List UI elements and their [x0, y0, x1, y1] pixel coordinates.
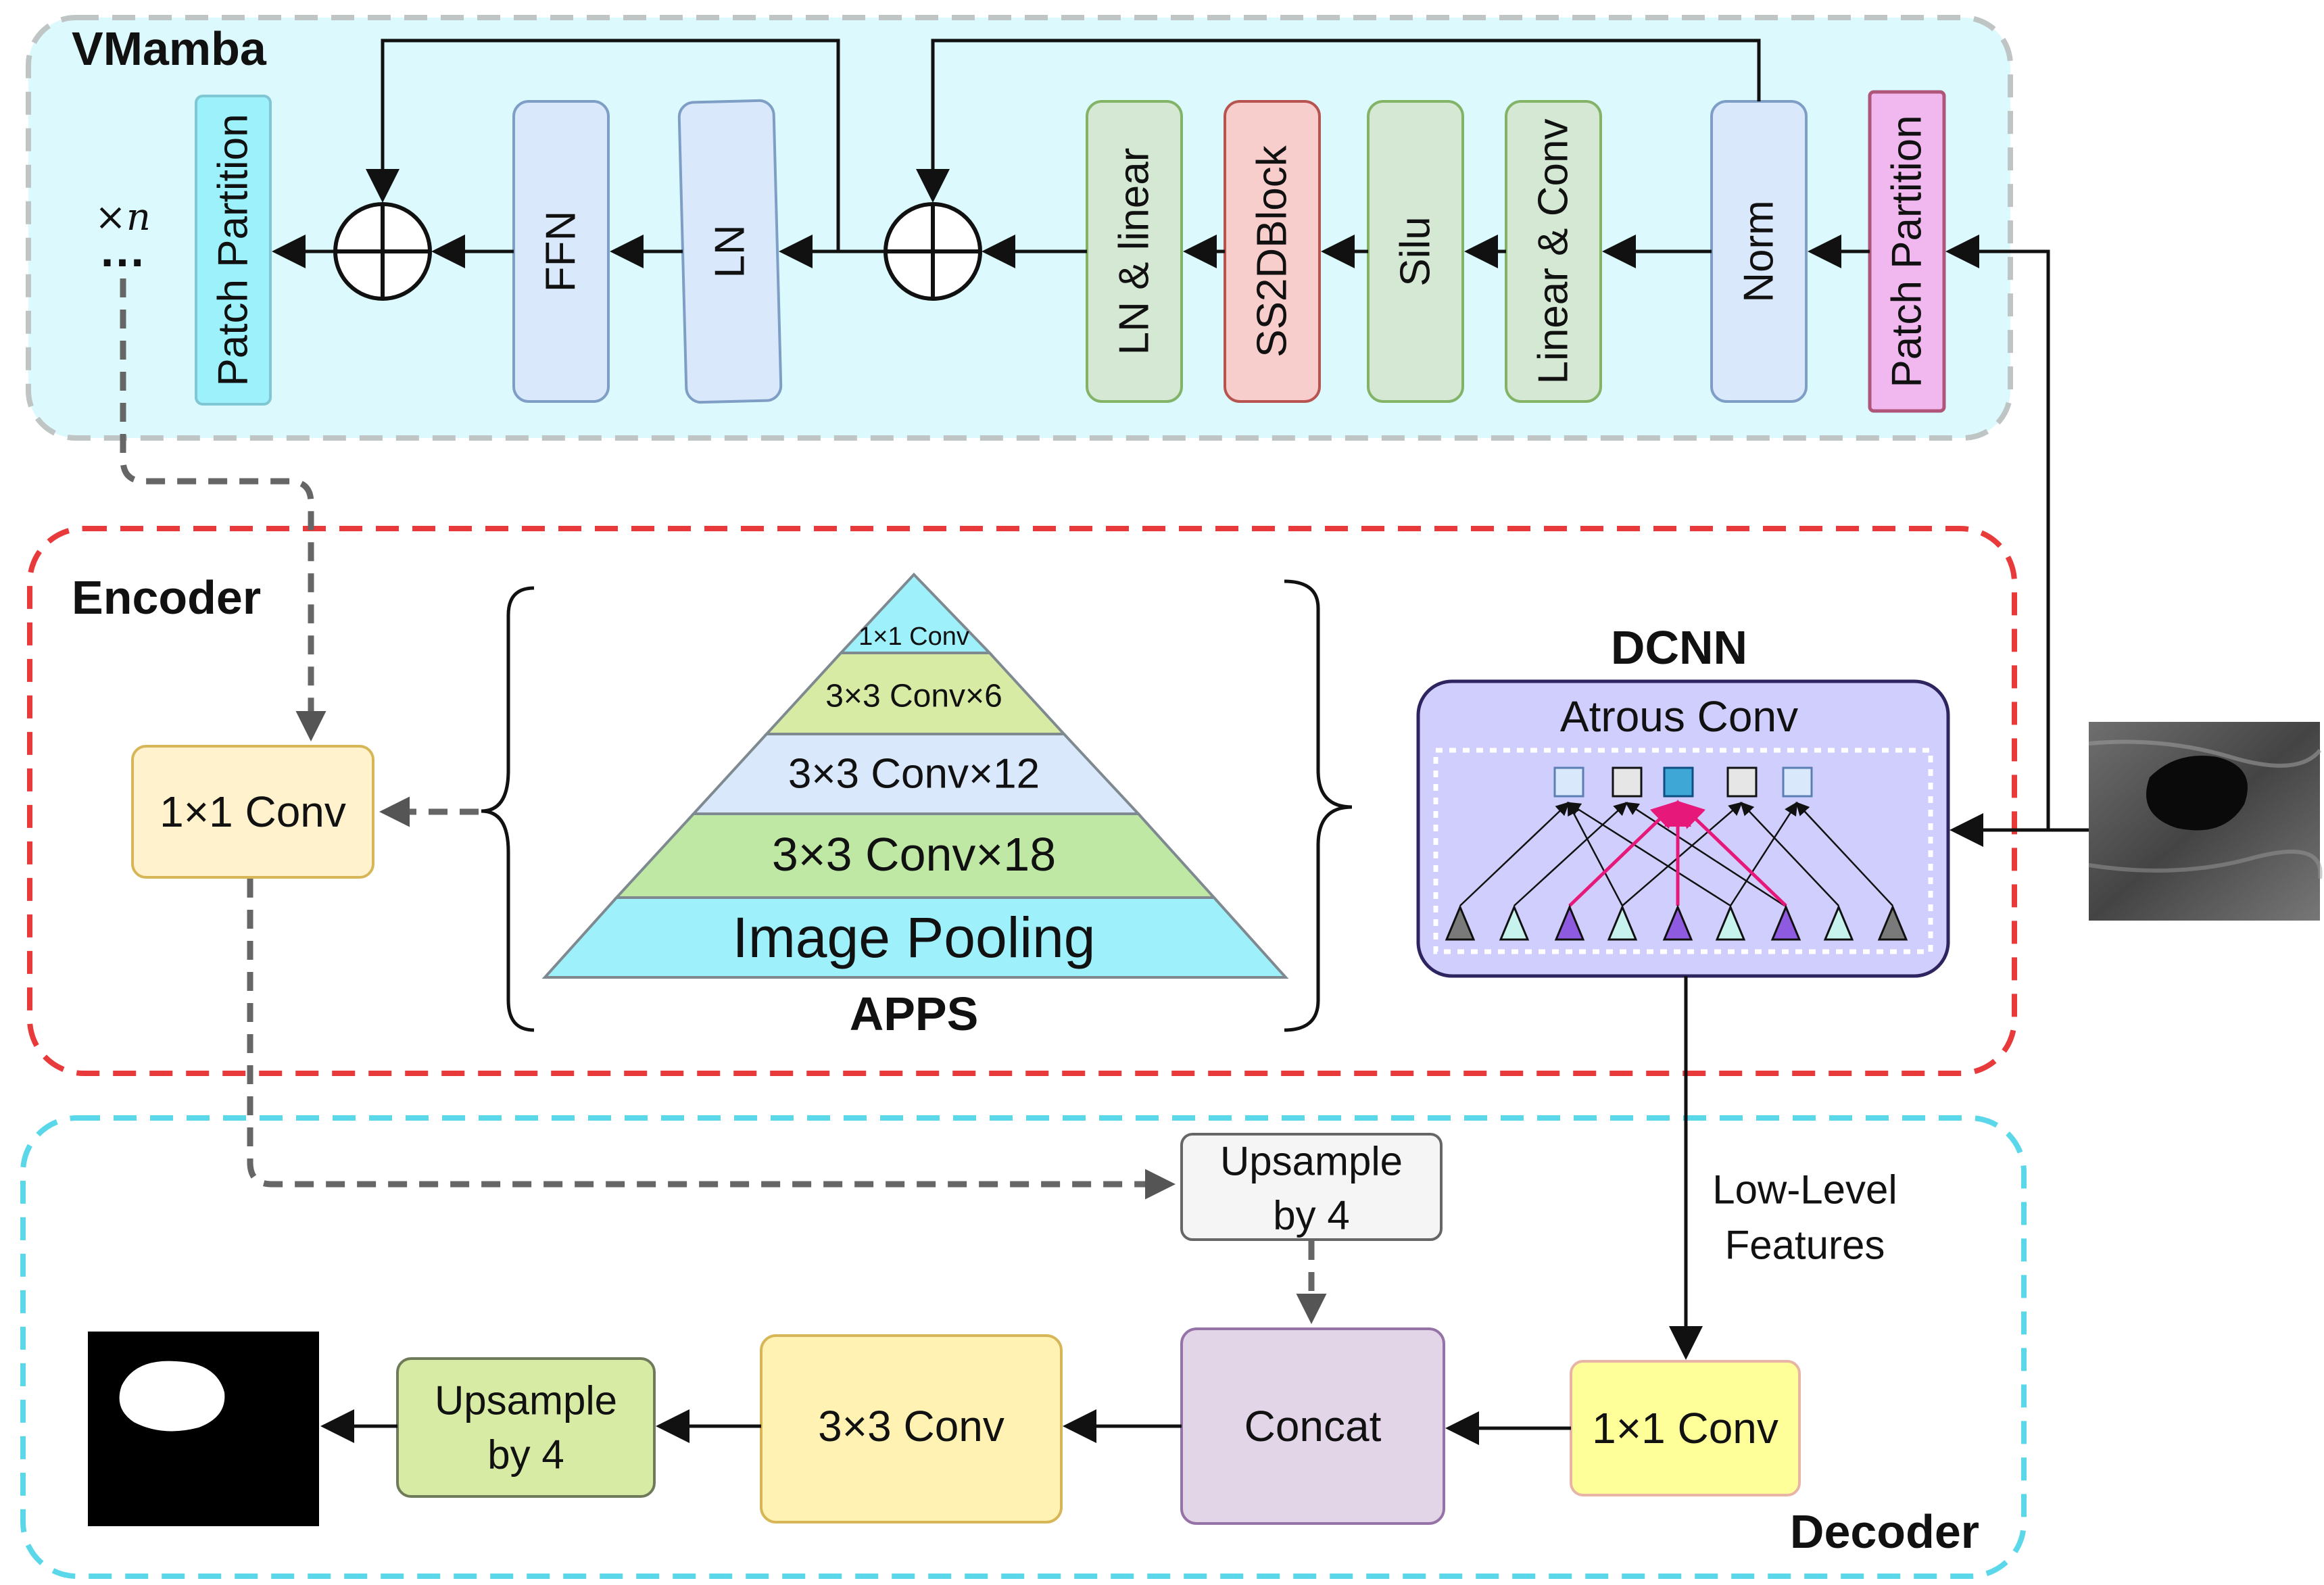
decoder-conv3x3-box: [760, 1334, 1063, 1523]
atrous-output-2: [1612, 766, 1643, 798]
decoder-region: [20, 1115, 2027, 1579]
atrous-input-3: [1554, 904, 1585, 941]
patch-partition-left-label: Patch Partition: [210, 114, 257, 386]
atrous-input-5: [1662, 904, 1693, 941]
silu-label: Silu: [1393, 216, 1439, 286]
concat-label: Concat: [1244, 1402, 1382, 1450]
atrous-input-8: [1823, 904, 1854, 941]
upsample-top-line2: by 4: [1273, 1193, 1349, 1238]
atrous-inner-frame: [1433, 748, 1933, 954]
vmamba-title: VMamba: [72, 22, 267, 75]
pyramid-text-5: Image Pooling: [732, 906, 1095, 969]
upsample-bottom-line2: by 4: [487, 1432, 564, 1478]
ellipsis: …: [99, 224, 146, 276]
dashed-arrows: [120, 278, 1327, 1324]
atrous-output-3: [1663, 766, 1694, 798]
input-ultrasound-image: [2088, 722, 2323, 921]
upsample-bottom-line1: Upsample: [435, 1378, 617, 1423]
apps-pyramid: [541, 572, 1289, 979]
atrous-input-9: [1877, 904, 1908, 941]
add-node-right: [883, 202, 982, 301]
atrous-input-6: [1715, 904, 1746, 941]
pyramid-text-4: 3×3 Conv×18: [772, 828, 1056, 881]
linear-conv-label: Linear & Conv: [1530, 119, 1577, 385]
atrous-highlight-connections: [1568, 800, 1787, 907]
pyramid-text-1: 1×1 Conv: [858, 623, 969, 651]
norm-label: Norm: [1736, 200, 1783, 303]
decoder-conv3x3-label: 3×3 Conv: [818, 1402, 1004, 1450]
output-mask-image: [88, 1332, 319, 1526]
ln-label: LN: [707, 224, 754, 278]
pyramid-text-3: 3×3 Conv×12: [788, 751, 1040, 798]
atrous-input-1: [1445, 904, 1476, 941]
ln-box: [677, 99, 783, 404]
decoder-arrows: [320, 976, 1703, 1445]
patch-partition-left-box: [195, 95, 272, 406]
patch-partition-right-label: Patch Partition: [1884, 115, 1931, 387]
apps-label: APPS: [850, 987, 979, 1040]
encoder-conv1x1-label: 1×1 Conv: [160, 787, 346, 836]
atrous-connections: [1459, 801, 1893, 907]
pyramid-text-2: 3×3 Conv×6: [825, 679, 1002, 714]
encoder-conv1x1-box: [131, 745, 374, 879]
upsample-top-line1: Upsample: [1220, 1139, 1403, 1184]
ffn-label: FFN: [538, 211, 585, 293]
ss2d-label: SS2DBlock: [1249, 145, 1296, 358]
atrous-input-7: [1770, 904, 1801, 941]
upsample-top-box: [1180, 1133, 1443, 1241]
lowlevel-line2: Features: [1725, 1223, 1885, 1268]
atrous-output-4: [1726, 766, 1758, 798]
atrous-conv-label: Atrous Conv: [1560, 692, 1798, 741]
dcnn-label: DCNN: [1611, 621, 1747, 674]
add-node-left: [333, 202, 432, 301]
decoder-conv1x1-label: 1×1 Conv: [1592, 1404, 1778, 1453]
atrous-input-2: [1499, 904, 1530, 941]
atrous-output-5: [1782, 766, 1813, 798]
ln-linear-label: LN & linear: [1111, 148, 1158, 356]
left-brace: [481, 586, 535, 1032]
repeat-label: ×n: [95, 195, 151, 239]
atrous-output-1: [1553, 766, 1584, 798]
lowlevel-line1: Low-Level: [1712, 1167, 1897, 1213]
encoder-title: Encoder: [72, 571, 261, 624]
pyramid-layer-5: [541, 896, 1289, 979]
decoder-title: Decoder: [1790, 1505, 1979, 1558]
right-brace: [1284, 579, 1353, 1032]
atrous-input-4: [1607, 904, 1638, 941]
